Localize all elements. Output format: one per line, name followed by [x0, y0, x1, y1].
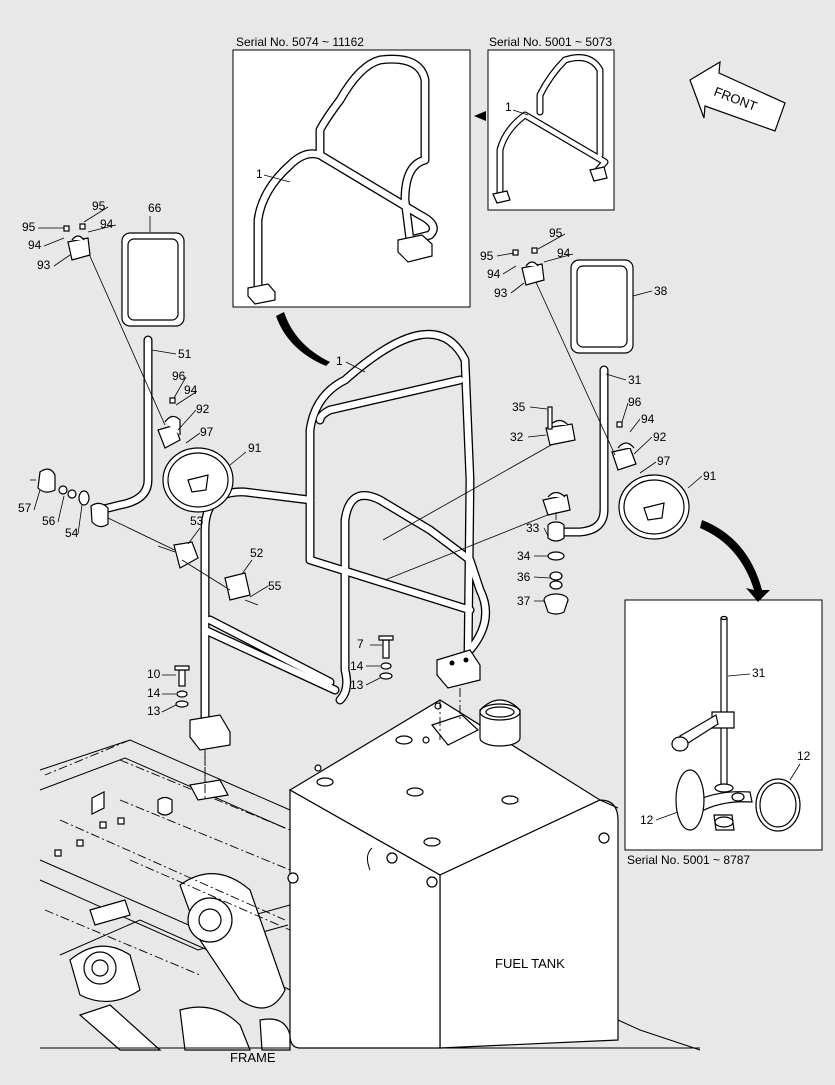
fuel-tank: [287, 699, 701, 1051]
callout-10: 10: [147, 667, 161, 681]
inset-tr-serial: Serial No. 5001 ~ 5073: [489, 35, 612, 49]
callout-53: 53: [190, 514, 204, 528]
callout-91: 91: [248, 441, 262, 455]
callout-33: 33: [526, 521, 540, 535]
detail-arrow-right: [700, 520, 770, 602]
callout-r94b: 94: [557, 246, 571, 260]
callout-1: 1: [336, 354, 343, 368]
callout-54: 54: [65, 526, 79, 540]
callout-94b: 94: [100, 217, 114, 231]
callout-7: 7: [357, 637, 364, 651]
fuel-tank-label: FUEL TANK: [495, 956, 565, 971]
inset-br-callout-31: 31: [752, 666, 766, 680]
inset-br-serial: Serial No. 5001 ~ 8787: [627, 853, 750, 867]
callout-56: 56: [42, 514, 56, 528]
callout-r91: 91: [703, 469, 717, 483]
callout-35: 35: [512, 400, 526, 414]
callout-38: 38: [654, 284, 668, 298]
callout-r95a: 95: [480, 249, 494, 263]
roll-bar-main: [189, 329, 561, 800]
inset-tl-serial: Serial No. 5074 ~ 11162: [236, 35, 364, 49]
callout-14a: 14: [350, 659, 364, 673]
inset-br-callout-12a: 12: [797, 749, 811, 763]
callout-97: 97: [200, 425, 214, 439]
right-mirror-assembly: [512, 247, 690, 615]
callout-36: 36: [517, 570, 531, 584]
callout-32: 32: [510, 430, 524, 444]
callout-13b: 13: [147, 704, 161, 718]
callout-34: 34: [517, 549, 531, 563]
callout-31: 31: [628, 373, 642, 387]
callout-r94c: 94: [641, 412, 655, 426]
front-direction-arrow: FRONT: [689, 60, 786, 132]
callout-57: 57: [18, 501, 32, 515]
frame-structure: [39, 739, 371, 1051]
callout-13a: 13: [350, 678, 364, 692]
callout-r95b: 95: [549, 226, 563, 240]
callout-37: 37: [517, 594, 531, 608]
inset-tr-callout: 1: [505, 100, 512, 114]
callout-95b: 95: [92, 199, 106, 213]
callout-r93: 93: [494, 286, 508, 300]
callout-r94a: 94: [487, 267, 501, 281]
callout-51: 51: [178, 347, 192, 361]
callout-96: 96: [172, 369, 186, 383]
left-mirror-callouts: 95 95 94 94 93 66 51 96 94 92 97 91 57 5…: [18, 199, 282, 598]
callout-14b: 14: [147, 686, 161, 700]
inset-top-right: 1 Serial No. 5001 ~ 5073: [474, 35, 615, 211]
center-callouts: 1 7 14 13 10 14 13: [147, 354, 394, 718]
callout-94a: 94: [28, 238, 42, 252]
detail-arrow-left: [276, 312, 330, 366]
inset-top-left: 1 Serial No. 5074 ~ 11162: [232, 35, 471, 308]
callout-66: 66: [148, 201, 162, 215]
callout-93: 93: [37, 258, 51, 272]
inset-bottom-right: 31 12 12 Serial No. 5001 ~ 8787: [624, 599, 823, 867]
inset-br-callout-12b: 12: [640, 813, 654, 827]
callout-r92: 92: [653, 430, 667, 444]
callout-95a: 95: [22, 220, 36, 234]
callout-92: 92: [196, 402, 210, 416]
callout-r96: 96: [628, 395, 642, 409]
left-mirror-assembly: [30, 223, 259, 606]
callout-55: 55: [268, 579, 282, 593]
callout-r97: 97: [657, 454, 671, 468]
inset-tl-callout: 1: [256, 167, 263, 181]
right-mirror-callouts: 95 95 94 94 93 38 31 96 94 92 97 91 35 3…: [480, 226, 717, 608]
callout-52: 52: [250, 546, 264, 560]
frame-label: FRAME: [230, 1050, 276, 1065]
